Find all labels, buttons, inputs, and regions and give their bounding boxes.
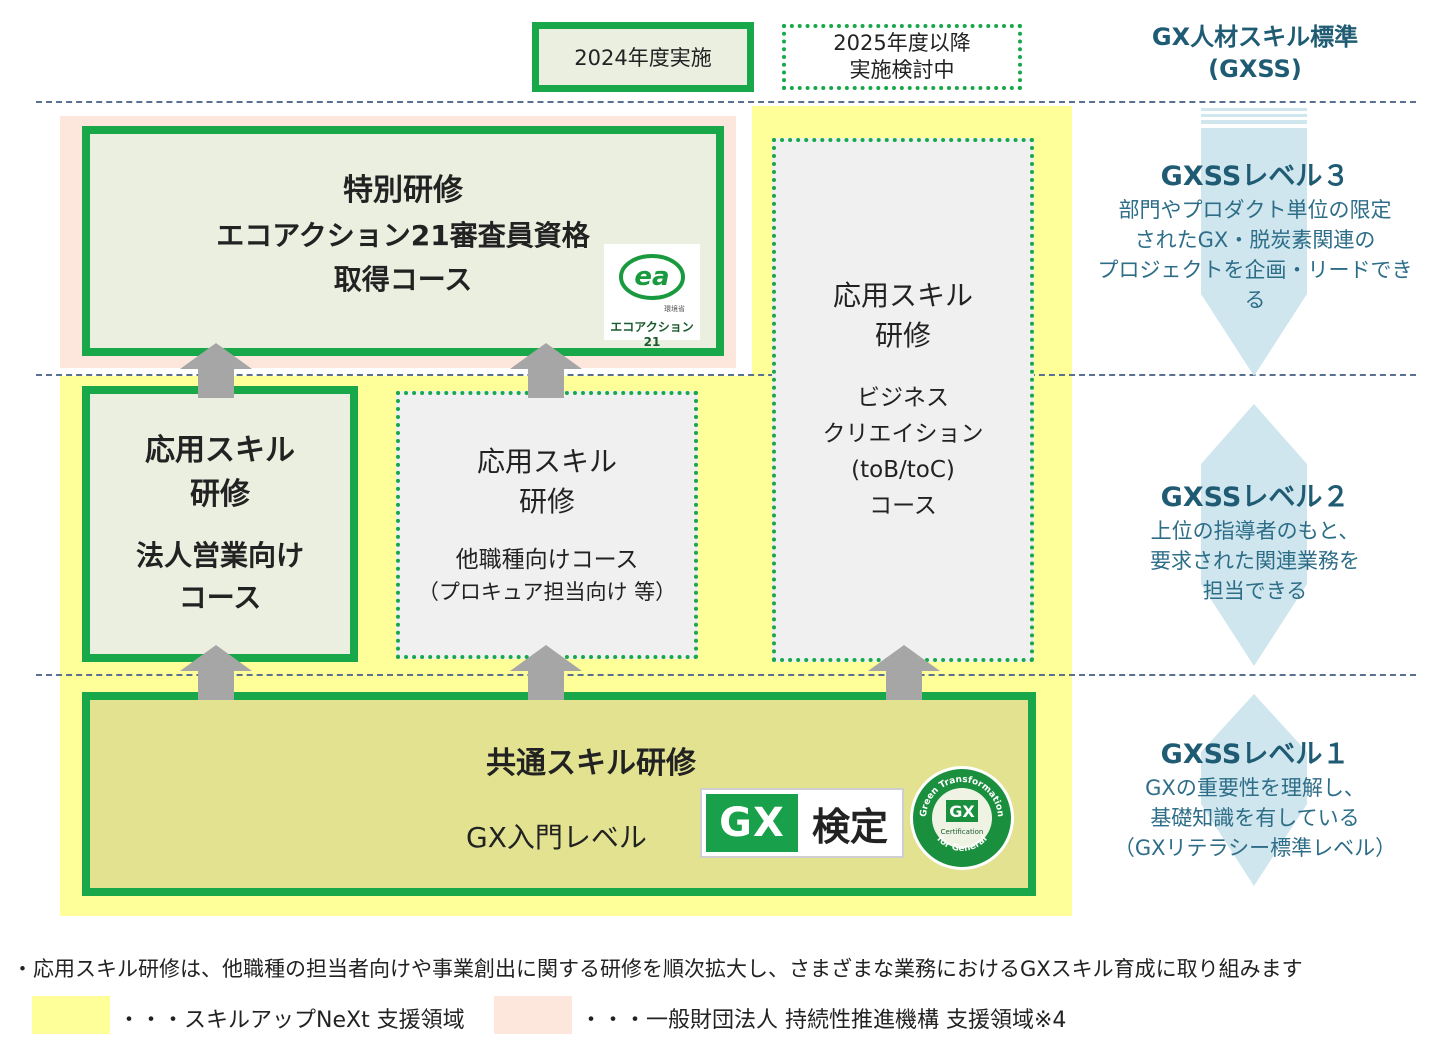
- level-3-desc-3: プロジェクトを企画・リードできる: [1097, 258, 1413, 312]
- applied-business-sub-4: コース: [869, 493, 937, 519]
- level-1-desc-1: GXの重要性を理解し、: [1145, 776, 1365, 800]
- level-2-desc-1: 上位の指導者のもと、: [1150, 519, 1360, 543]
- legend-planned-line1: 2025年度以降: [833, 31, 971, 55]
- gx-kentei-badge-gx: GX: [706, 794, 798, 852]
- legend-yellow-swatch: [32, 996, 110, 1034]
- legend-implemented-box: 2024年度実施: [532, 22, 754, 92]
- common-course-title: 共通スキル研修: [486, 746, 696, 781]
- applied-sales-sub-1: 法人営業向け: [135, 539, 304, 572]
- gx-certification-seal-icon: Green Transformation for General GX Cert…: [910, 766, 1014, 870]
- special-course-line2: エコアクション21審査員資格: [216, 219, 590, 252]
- ea-small-label: 環境省: [664, 305, 685, 313]
- common-course-level: GX入門レベル: [466, 821, 647, 854]
- level-3-desc-2: されたGX・脱炭素関連の: [1134, 228, 1376, 252]
- level-arrows-graphic: [1201, 108, 1307, 886]
- level-2-title: GXSSレベル２: [1160, 482, 1350, 513]
- ea-mark-text: ea: [634, 262, 669, 292]
- footer-note: ・応用スキル研修は、他職種の担当者向けや事業創出に関する研修を順次拡大し、さまざ…: [12, 957, 1303, 981]
- special-course-text: 特別研修 エコアクション21審査員資格 取得コース: [90, 168, 716, 302]
- legend-peach-label: ・・・一般財団法人 持続性推進機構 支援領域※4: [580, 1008, 1067, 1033]
- gxss-header-line1: GX人材スキル標準: [1151, 23, 1359, 51]
- special-course-title: 特別研修: [343, 173, 463, 208]
- level-2-desc-2: 要求された関連業務を: [1150, 549, 1360, 573]
- arrow-common-to-other: [510, 645, 582, 700]
- separator-level2-1: [36, 674, 1416, 676]
- level-2-block: GXSSレベル２ 上位の指導者のもと、 要求された関連業務を 担当できる: [1090, 478, 1420, 608]
- legend-yellow-label: ・・・スキルアップNeXt 支援領域: [118, 1008, 465, 1033]
- legend-peach-swatch: [494, 996, 572, 1034]
- gxss-header-line2: (GXSS): [1208, 55, 1302, 83]
- gx-kentei-badge-kentei: 検定: [811, 804, 888, 849]
- ea-mark-icon: ea: [619, 254, 685, 300]
- gx-kentei-badge: GX 検定: [700, 788, 904, 858]
- special-course-box: 特別研修 エコアクション21審査員資格 取得コース ea 環境省 エコアクション…: [82, 126, 724, 356]
- level-1-desc-2: 基礎知識を有している: [1150, 806, 1360, 830]
- eco-action-21-logo: ea 環境省 エコアクション21: [604, 244, 700, 349]
- legend-planned-line2: 実施検討中: [849, 58, 955, 82]
- applied-business-title-1: 応用スキル: [832, 279, 973, 312]
- level-3-desc-1: 部門やプロダクト単位の限定: [1118, 198, 1392, 222]
- arrow-common-to-sales: [180, 645, 252, 700]
- legend-planned-box: 2025年度以降 実施検討中: [782, 24, 1022, 90]
- applied-business-title-2: 研修: [874, 319, 931, 352]
- applied-sales-course-box: 応用スキル 研修 法人営業向け コース: [82, 386, 358, 662]
- applied-sales-title-1: 応用スキル: [145, 433, 295, 468]
- applied-sales-sub-2: コース: [178, 581, 262, 614]
- applied-business-sub-2: クリエイション: [822, 421, 984, 447]
- level-3-block: GXSSレベル３ 部門やプロダクト単位の限定 されたGX・脱炭素関連の プロジェ…: [1090, 161, 1420, 312]
- seal-center-text: GX: [949, 802, 975, 821]
- arrow-common-to-business: [868, 645, 940, 700]
- applied-other-sub-1: 他職種向けコース: [455, 547, 639, 573]
- applied-business-sub-3: (toB/toC): [851, 457, 955, 483]
- level-2-desc-3: 担当できる: [1202, 579, 1308, 603]
- level-3-title: GXSSレベル３: [1160, 161, 1350, 192]
- arrow-sales-to-special: [180, 343, 252, 398]
- level-1-desc-3: （GXリテラシー標準レベル）: [1113, 836, 1397, 860]
- applied-other-course-box: 応用スキル 研修 他職種向けコース （プロキュア担当向け 等）: [396, 391, 698, 659]
- applied-business-course-box: 応用スキル 研修 ビジネス クリエイション (toB/toC) コース: [772, 138, 1034, 662]
- applied-other-title-1: 応用スキル: [476, 445, 617, 478]
- arrow-other-to-special: [510, 343, 582, 398]
- applied-other-title-2: 研修: [518, 485, 575, 518]
- level-1-title: GXSSレベル１: [1160, 739, 1350, 770]
- common-course-box: 共通スキル研修 GX入門レベル GX 検定 Green Transformati…: [82, 692, 1036, 896]
- separator-top: [36, 101, 1416, 103]
- applied-business-sub-1: ビジネス: [857, 385, 949, 411]
- applied-other-sub-2: （プロキュア担当向け 等）: [417, 580, 677, 604]
- applied-sales-title-2: 研修: [190, 477, 250, 512]
- level-1-block: GXSSレベル１ GXの重要性を理解し、 基礎知識を有している （GXリテラシー…: [1090, 735, 1420, 865]
- legend-implemented-label: 2024年度実施: [574, 46, 712, 70]
- gxss-header: GX人材スキル標準 (GXSS): [1120, 18, 1390, 88]
- seal-sub-text: Certification: [941, 828, 984, 836]
- ea-logo-text: エコアクション21: [610, 320, 694, 349]
- special-course-line3: 取得コース: [333, 263, 473, 296]
- separator-level3-2: [36, 374, 1416, 376]
